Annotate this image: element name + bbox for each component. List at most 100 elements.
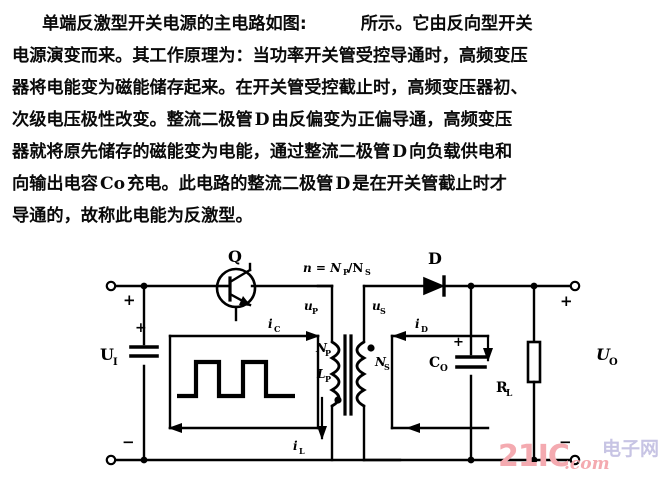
label-diode-d: D	[428, 249, 442, 268]
label-diode-current: i D	[415, 317, 428, 334]
label-inductor-current: i L	[293, 439, 305, 456]
junction-dot	[530, 456, 538, 464]
label-transistor-q: Q	[228, 248, 242, 266]
primary-turns-symbol: N	[315, 341, 328, 355]
text-run: 单端反激型开关电源的主电路如图	[42, 14, 300, 34]
secondary-turns-symbol: N	[374, 355, 387, 369]
primary-turns-subscript: P	[325, 348, 331, 358]
diode-current-subscript: D	[421, 324, 428, 334]
label-collector-current: i C	[268, 317, 280, 334]
inductor-current-symbol: i	[293, 439, 298, 453]
transformer-primary-polarity-dot	[334, 396, 342, 404]
id-arrowhead-bottom	[406, 423, 420, 433]
article-body: 单端反激型开关电源的主电路如图: 所示。它由反向型开关 电源演变而来。其工作原理为…	[12, 8, 658, 232]
transformer-secondary-polarity-dot	[367, 344, 375, 352]
primary-inductance-symbol: L	[316, 367, 325, 381]
secondary-voltage-symbol: u	[372, 299, 381, 313]
transistor-emitter-arrow	[239, 296, 251, 306]
text-run: 器就将原先储存的磁能变为电能，通过整流二极管	[12, 142, 391, 162]
junction-dot	[140, 282, 148, 290]
inline-symbol-capacitor: Co	[99, 174, 126, 194]
transistor-envelope	[215, 267, 257, 309]
polarity-input-minus: −	[122, 433, 135, 451]
load-resistor-symbol: R	[496, 380, 508, 396]
paragraph-line-3: 器将电能变为磁能储存起来。在开关管受控截止时，高频变压器初、	[12, 72, 658, 104]
turns-ratio-prefix: n = N	[303, 261, 342, 275]
label-output-capacitor: C O	[429, 355, 448, 374]
label-secondary-turns: N S	[374, 355, 390, 372]
junction-dot	[140, 456, 148, 464]
waveform-square-pulse	[177, 359, 295, 399]
inline-symbol-diode: D	[335, 174, 351, 194]
text-run: 电源演变而来。其工作原理为：当功率开关管受控导通时，高频变压	[12, 46, 528, 66]
junction-dot	[530, 282, 538, 290]
primary-voltage-symbol: u	[304, 299, 313, 313]
polarity-output-cap-plus: +	[453, 335, 464, 350]
text-run: 由反偏变为正偏导通，高频变压	[271, 110, 513, 130]
inductor-current-subscript: L	[299, 446, 305, 456]
output-terminal-negative	[569, 454, 581, 466]
load-resistor-subscript: L	[506, 389, 513, 399]
output-capacitor-symbol: C	[429, 355, 440, 371]
circuit-diagram: Q D n = N P /N S U I U O u	[0, 248, 670, 485]
inline-symbol-diode: D	[392, 142, 408, 162]
input-voltage-subscript: I	[113, 357, 118, 368]
turns-ratio-sub-p: P	[343, 267, 349, 277]
polarity-input-plus: +	[123, 291, 136, 309]
transistor-collector-lead	[228, 268, 252, 284]
resistor-load-body	[526, 340, 542, 384]
text-run: 所示。它由反向型开关	[360, 14, 533, 34]
primary-voltage-subscript: P	[312, 306, 318, 316]
paragraph-line-2: 电源演变而来。其工作原理为：当功率开关管受控导通时，高频变压	[12, 40, 658, 72]
collector-current-symbol: i	[268, 317, 273, 331]
text-run: 器将电能变为磁能储存起来。在开关管受控截止时，高频变压器初、	[12, 78, 528, 98]
label-turns-ratio: n = N P /N S	[303, 261, 371, 277]
paragraph-line-1: 单端反激型开关电源的主电路如图: 所示。它由反向型开关	[12, 8, 658, 40]
turns-ratio-sub-s: S	[365, 267, 371, 277]
il-arrowhead	[168, 423, 182, 433]
text-run: 向输出电容	[12, 174, 98, 194]
secondary-turns-subscript: S	[384, 362, 390, 372]
input-voltage-symbol: U	[100, 345, 114, 364]
diode-triangle	[423, 276, 446, 296]
label-primary-voltage: u P	[304, 299, 318, 316]
text-run: 向负载供电和	[409, 142, 513, 162]
transformer-secondary-winding	[355, 340, 367, 408]
text-run: 是在开关管截止时才	[352, 174, 507, 194]
transformer-primary-winding	[329, 340, 341, 408]
il-vertical-arrowhead	[317, 426, 327, 440]
output-terminal-positive	[569, 280, 581, 292]
primary-inductance-subscript: P	[325, 374, 331, 384]
input-terminal-negative	[105, 454, 117, 466]
label-input-voltage: U I	[100, 345, 118, 368]
figure-reference-gap: :	[299, 14, 307, 34]
text-run: 导通的，故称此电能为反激型。	[12, 206, 253, 226]
text-run: 次级电压极性改变。整流二极管	[12, 110, 253, 130]
polarity-output-plus: +	[560, 292, 573, 310]
output-voltage-symbol: U	[596, 345, 611, 364]
input-terminal-positive	[105, 280, 117, 292]
polarity-cap-plus: +	[135, 320, 147, 336]
junction-dot	[467, 282, 475, 290]
id-arrowhead-top	[392, 331, 406, 341]
collector-current-subscript: C	[274, 324, 280, 334]
label-primary-inductance: L P	[316, 367, 331, 384]
junction-dot	[467, 456, 475, 464]
text-run: 充电。此电路的整流二极管	[127, 174, 334, 194]
turns-ratio-slash: /N	[348, 261, 363, 275]
ic-arrowhead	[306, 331, 320, 341]
circuit-svg: Q D n = N P /N S U I U O u	[100, 248, 618, 466]
output-capacitor-subscript: O	[440, 364, 448, 374]
id-vertical-arrowhead	[483, 348, 493, 362]
output-voltage-subscript: O	[609, 357, 618, 368]
secondary-voltage-subscript: S	[380, 306, 386, 316]
label-load-resistor: R L	[496, 380, 513, 399]
label-secondary-voltage: u S	[372, 299, 386, 316]
inline-symbol-diode: D	[254, 110, 270, 130]
polarity-output-minus: −	[559, 433, 572, 451]
label-primary-turns: N P	[315, 341, 331, 358]
